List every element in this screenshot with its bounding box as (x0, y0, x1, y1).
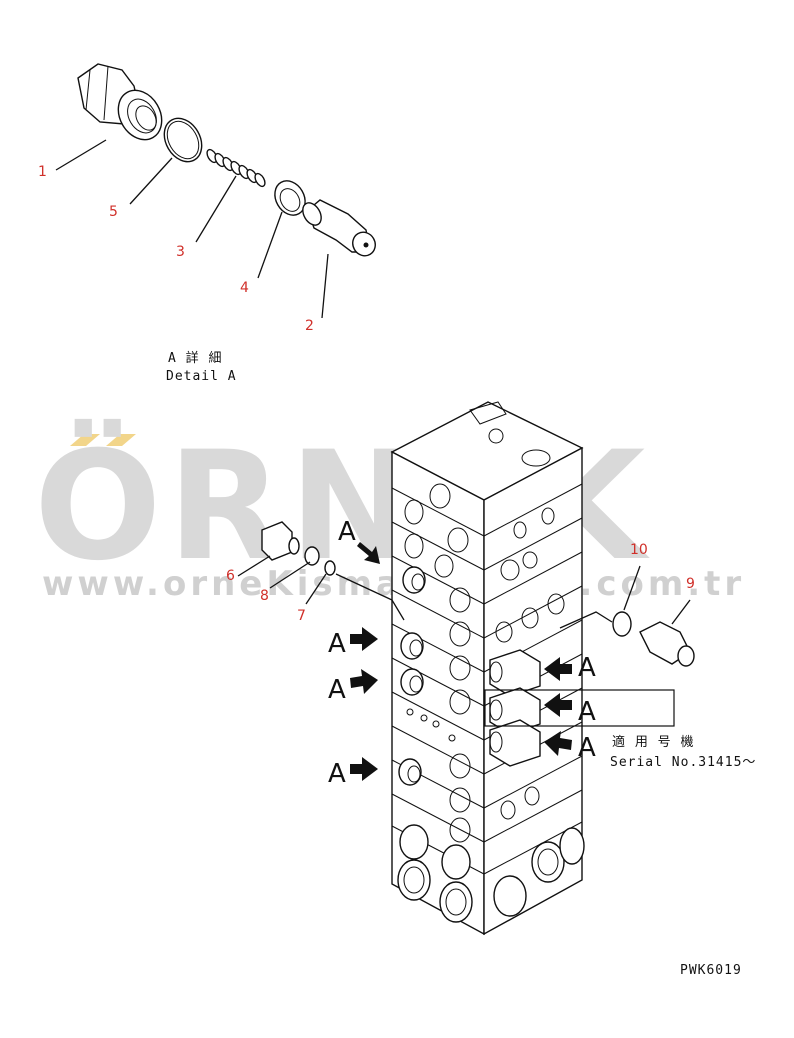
arrow-icon (350, 627, 378, 651)
part-3-spring (206, 148, 266, 188)
marker-a-2: A (328, 629, 346, 659)
callout-1: 1 (38, 164, 47, 180)
arrow-icon (357, 542, 380, 564)
part-6-plug (261, 521, 300, 561)
part-9-plug (639, 621, 695, 667)
arrow-icon (350, 669, 378, 694)
serial-note-en: Serial No.31415～ (610, 755, 756, 770)
callout-4: 4 (240, 280, 249, 296)
callout-7: 7 (297, 608, 306, 624)
arrow-icon (544, 731, 572, 756)
marker-a-6: A (578, 697, 596, 727)
detail-title-en: Detail A (166, 369, 237, 384)
detail-a-markers: A A A A A A A (328, 517, 675, 789)
part-2-poppet (302, 199, 376, 257)
callout-10: 10 (630, 542, 648, 558)
part-5-o-ring (163, 117, 203, 163)
marker-a-1: A (338, 517, 356, 547)
part-7-o-ring (324, 560, 336, 576)
valve-fittings-left (398, 566, 426, 786)
callout-9: 9 (686, 576, 695, 592)
callout-3: 3 (176, 244, 185, 260)
callout-5: 5 (109, 204, 118, 220)
control-valve-assembly (390, 401, 585, 936)
part-10-o-ring (612, 611, 632, 637)
valve-fittings-right (489, 649, 541, 767)
arrow-icon (350, 757, 378, 781)
part-4-seat (274, 180, 306, 216)
part-8-o-ring (304, 546, 320, 566)
arrow-icon (544, 693, 572, 717)
marker-a-5: A (578, 653, 596, 683)
marker-a-7: A (578, 733, 596, 763)
drawing-code: PWK6019 (680, 963, 742, 978)
marker-a-3: A (328, 675, 346, 705)
detail-a-parts (55, 63, 376, 319)
detail-title-jp: A 詳 細 (168, 350, 222, 366)
callout-2: 2 (305, 318, 314, 334)
marker-a-4: A (328, 759, 346, 789)
callout-8: 8 (260, 588, 269, 604)
callout-6: 6 (226, 568, 235, 584)
arrow-icon (544, 657, 572, 681)
serial-note-jp: 適 用 号 機 (612, 734, 694, 750)
serial-box (484, 689, 675, 727)
part-1-plug (77, 63, 163, 141)
watermark: ÖRNEK www.orneKismakinalari.com.tr (34, 418, 741, 604)
